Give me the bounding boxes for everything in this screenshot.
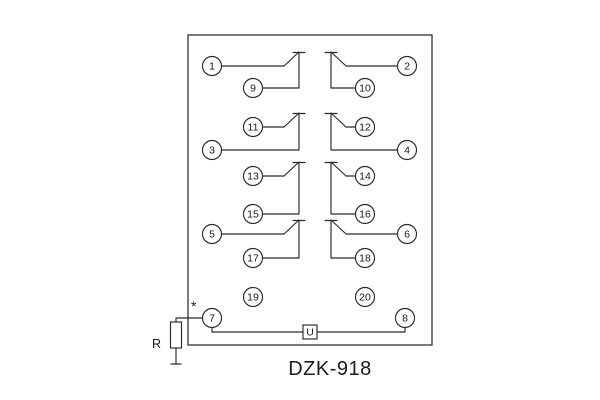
terminal-circle bbox=[201, 55, 223, 77]
terminal-number: 16 bbox=[359, 209, 371, 221]
terminal-18: 18 bbox=[354, 247, 376, 269]
contact-1-9 bbox=[220, 51, 306, 89]
terminal-10: 10 bbox=[354, 77, 376, 99]
relay-case-outline bbox=[187, 34, 433, 346]
terminal-circle bbox=[396, 55, 418, 77]
resistor-label: R bbox=[152, 337, 161, 351]
terminal-circle bbox=[354, 77, 376, 99]
terminal-number: 15 bbox=[247, 209, 259, 221]
terminal-number: 1 bbox=[209, 61, 215, 73]
terminal-number: 11 bbox=[248, 122, 259, 134]
terminal-17: 17 bbox=[242, 247, 264, 269]
terminal-circle bbox=[201, 307, 223, 329]
terminal-number: 20 bbox=[359, 292, 371, 304]
terminal-number: 14 bbox=[359, 171, 371, 183]
terminal-circle bbox=[242, 247, 264, 269]
terminal-circle bbox=[396, 223, 418, 245]
contact-blade bbox=[283, 112, 300, 128]
terminal-5: 5 bbox=[201, 223, 223, 245]
resistor-branch: * R bbox=[152, 298, 204, 365]
resistor-body bbox=[169, 321, 183, 349]
terminal-number: 3 bbox=[209, 145, 215, 157]
contact-5-17 bbox=[220, 219, 306, 259]
coil-circuit: U bbox=[211, 324, 406, 340]
terminal-3: 3 bbox=[201, 139, 223, 161]
contact-12-4 bbox=[324, 112, 399, 151]
contact-blade bbox=[283, 51, 300, 67]
terminal-number: 7 bbox=[209, 313, 215, 325]
terminal-13: 13 bbox=[242, 165, 264, 187]
u-component-label: U bbox=[306, 327, 314, 339]
model-title: DZK-918 bbox=[288, 358, 372, 380]
terminal-19: 19 bbox=[242, 286, 264, 308]
contact-blade bbox=[330, 161, 347, 177]
terminal-number: 9 bbox=[250, 83, 256, 95]
terminal-20: 20 bbox=[354, 286, 376, 308]
contact-13-15 bbox=[261, 161, 306, 215]
terminal-number: 17 bbox=[247, 253, 259, 265]
polarity-mark: * bbox=[191, 298, 197, 314]
terminal-circle bbox=[354, 165, 376, 187]
terminal-8: 8 bbox=[394, 307, 416, 329]
terminal-number: 18 bbox=[359, 253, 371, 265]
terminal-16: 16 bbox=[354, 203, 376, 225]
terminal-14: 14 bbox=[354, 165, 376, 187]
terminal-circle bbox=[242, 286, 264, 308]
terminal-15: 15 bbox=[242, 203, 264, 225]
terminal-circle bbox=[354, 203, 376, 225]
contact-2-10 bbox=[324, 51, 399, 89]
terminal-7: 7 bbox=[201, 307, 223, 329]
terminal-number: 12 bbox=[359, 122, 371, 134]
contact-blade bbox=[283, 161, 300, 177]
terminal-circle bbox=[242, 203, 264, 225]
terminal-number: 2 bbox=[404, 61, 410, 73]
terminal-9: 9 bbox=[242, 77, 264, 99]
terminal-number: 6 bbox=[404, 229, 410, 241]
terminal-number: 4 bbox=[404, 145, 410, 157]
terminal-circle bbox=[201, 139, 223, 161]
terminal-circle bbox=[394, 307, 416, 329]
terminal-circle bbox=[354, 286, 376, 308]
terminal-number: 10 bbox=[359, 83, 371, 95]
terminal-circle bbox=[201, 223, 223, 245]
contact-11-3 bbox=[220, 112, 306, 151]
contact-blade bbox=[330, 51, 347, 67]
terminal-number: 8 bbox=[402, 313, 408, 325]
terminal-number: 19 bbox=[247, 292, 259, 304]
terminal-circle bbox=[354, 116, 376, 138]
terminal-11: 11 bbox=[242, 116, 264, 138]
contact-14-16 bbox=[324, 161, 357, 215]
terminal-circle bbox=[354, 247, 376, 269]
contact-6-18 bbox=[324, 219, 399, 259]
terminal-circle bbox=[242, 165, 264, 187]
terminal-6: 6 bbox=[396, 223, 418, 245]
terminal-number: 13 bbox=[247, 171, 259, 183]
terminal-1: 1 bbox=[201, 55, 223, 77]
terminal-2: 2 bbox=[396, 55, 418, 77]
terminal-circle bbox=[242, 116, 264, 138]
terminal-circle bbox=[396, 139, 418, 161]
terminal-12: 12 bbox=[354, 116, 376, 138]
terminal-4: 4 bbox=[396, 139, 418, 161]
contact-blade bbox=[283, 219, 300, 235]
terminal-circle bbox=[242, 77, 264, 99]
contact-blade bbox=[330, 219, 347, 235]
terminal-number: 5 bbox=[209, 229, 215, 241]
contact-blade bbox=[330, 112, 347, 128]
